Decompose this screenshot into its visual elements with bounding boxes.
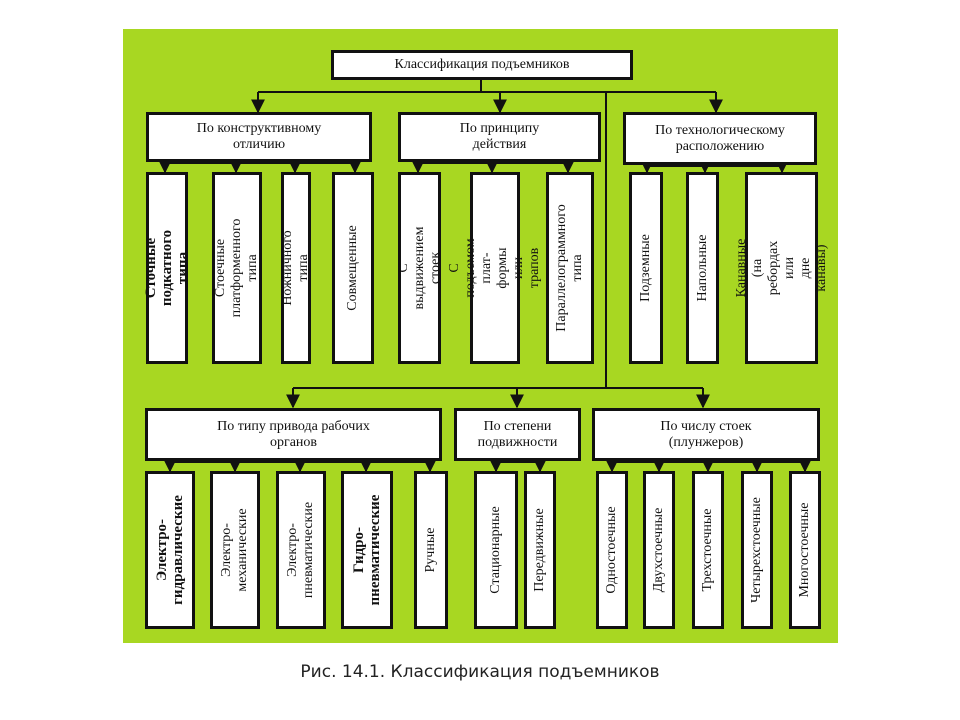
group-drive-type: По типу привода рабочих органов: [145, 408, 442, 461]
item-columns-2: Двухстоечные: [643, 471, 675, 629]
item-drive-5: Ручные: [414, 471, 448, 629]
item-location-2: Напольные: [686, 172, 719, 364]
item-location-3: Канавные (на ребордах или дне канавы): [734, 172, 829, 364]
item-construction-3: Ножничного типа: [280, 172, 311, 364]
group-location: По технологическому расположению: [623, 112, 817, 165]
item-columns-1: Одностоечные: [596, 471, 628, 629]
group-column-count: По числу стоек (плунжеров): [592, 408, 820, 461]
item-columns-3: Трехстоечные: [692, 471, 724, 629]
figure-caption: Рис. 14.1. Классификация подъемников: [300, 662, 660, 682]
group-principle: По принципу действия: [398, 112, 601, 162]
item-mobility-2: Передвижные: [524, 471, 556, 629]
item-mobility-1: Стационарные: [474, 471, 518, 629]
item-drive-1: Электро- гидравлические: [145, 471, 195, 629]
item-construction-2: Стоечные платформенного типа: [212, 172, 262, 364]
item-columns-5: Многостоечные: [789, 471, 821, 629]
group-construction: По конструктивному отличию: [146, 112, 372, 162]
item-principle-2: С подъемом плат- формы или трапов: [447, 172, 542, 364]
item-drive-3: Электро- пневматические: [276, 471, 326, 629]
item-columns-4: Четырехстоечные: [741, 471, 773, 629]
item-drive-4: Гидро- пневматические: [341, 471, 393, 629]
group-mobility: По степени подвижности: [454, 408, 581, 461]
root-node: Классификация подъемников: [331, 50, 633, 80]
item-principle-3: Параллелограммного типа: [546, 172, 594, 364]
item-principle-1: С выдвижением стоек: [396, 172, 443, 364]
item-drive-2: Электро- механические: [210, 471, 260, 629]
item-location-1: Подземные: [629, 172, 663, 364]
item-construction-4: Совмещенные: [332, 172, 374, 364]
item-construction-1: Сточные подкатного типа: [143, 172, 191, 364]
